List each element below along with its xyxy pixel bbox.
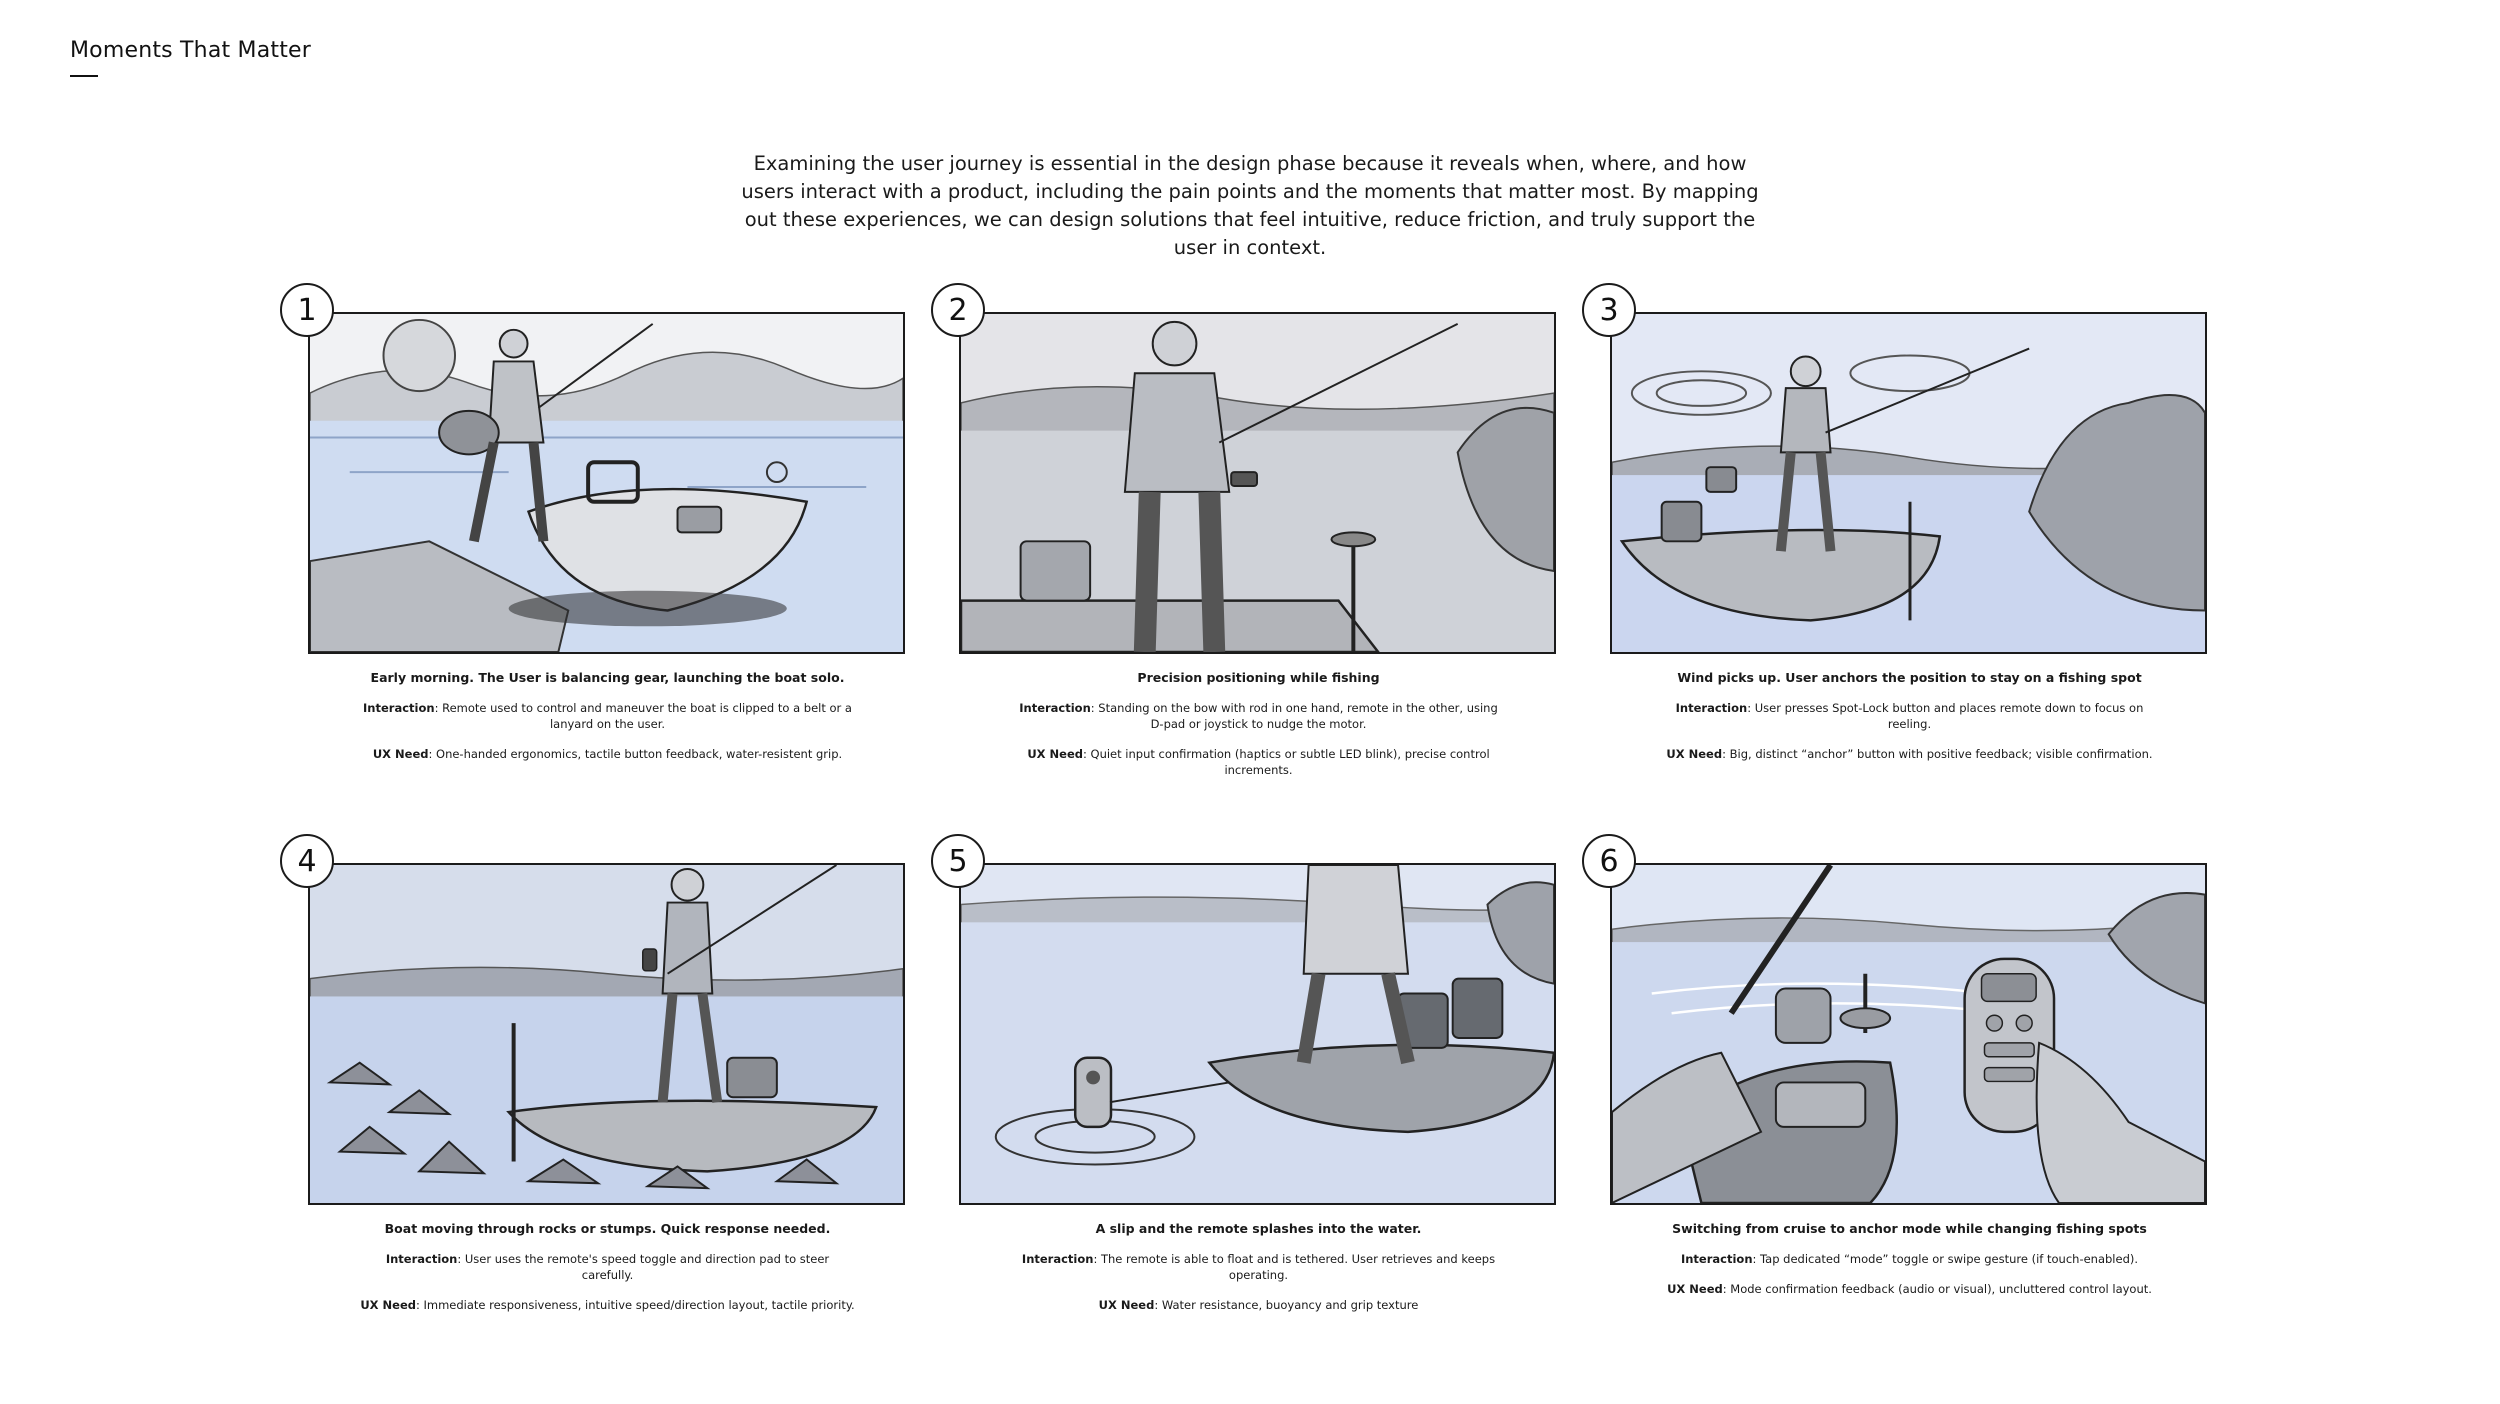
interaction-label: Interaction <box>363 701 435 715</box>
ux-need-label: UX Need <box>372 747 429 761</box>
ux-need-label: UX Need <box>1667 1282 1723 1296</box>
ux-need-body: : Quiet input confirmation (haptics or s… <box>1082 747 1490 777</box>
page-title: Moments That Matter <box>70 38 312 63</box>
interaction-label: Interaction <box>1021 1252 1094 1266</box>
frame-caption: Boat moving through rocks or stumps. Qui… <box>360 1221 855 1327</box>
frame-number-badge: 6 <box>1582 834 1636 888</box>
splash-scene-illustration <box>961 865 1554 1203</box>
frame-number-badge: 3 <box>1582 283 1636 337</box>
frame-number-badge: 2 <box>931 283 985 337</box>
interaction-body: : User uses the remote's speed toggle an… <box>457 1252 830 1282</box>
interaction-text: Interaction: Remote used to control and … <box>360 700 855 732</box>
ux-need-text: UX Need: One-handed ergonomics, tactile … <box>360 746 855 762</box>
interaction-text: Interaction: User presses Spot-Lock butt… <box>1662 700 2157 732</box>
frame-caption: Precision positioning while fishing Inte… <box>1011 670 1506 792</box>
frame-caption: A slip and the remote splashes into the … <box>1011 1221 1506 1327</box>
interaction-text: Interaction: The remote is able to float… <box>1011 1251 1506 1283</box>
rocks-scene-illustration <box>310 865 903 1203</box>
ux-need-label: UX Need <box>1666 747 1723 761</box>
storyboard-illustration <box>308 863 905 1205</box>
ux-need-body: : Big, distinct “anchor” button with pos… <box>1722 747 2153 761</box>
ux-need-body: : Mode confirmation feedback (audio or v… <box>1722 1282 2152 1296</box>
storyboard-illustration <box>1610 863 2207 1205</box>
frame-caption: Early morning. The User is balancing gea… <box>360 670 855 776</box>
ux-need-text: UX Need: Quiet input confirmation (hapti… <box>1011 746 1506 778</box>
title-underline <box>70 75 98 77</box>
ux-need-label: UX Need <box>1098 1298 1155 1312</box>
interaction-text: Interaction: User uses the remote's spee… <box>360 1251 855 1283</box>
storyboard-illustration <box>959 312 1556 654</box>
ux-need-text: UX Need: Mode confirmation feedback (aud… <box>1662 1281 2157 1297</box>
mode-switch-scene-illustration <box>1612 865 2205 1203</box>
launch-scene-illustration <box>310 314 903 652</box>
interaction-label: Interaction <box>1675 701 1748 715</box>
frame-headline: Early morning. The User is balancing gea… <box>370 670 845 685</box>
frame-headline: Precision positioning while fishing <box>1137 670 1380 685</box>
frame-headline: Switching from cruise to anchor mode whi… <box>1672 1221 2147 1236</box>
interaction-body: : Standing on the bow with rod in one ha… <box>1090 701 1498 731</box>
interaction-body: : Remote used to control and maneuver th… <box>434 701 852 731</box>
positioning-scene-illustration <box>961 314 1554 652</box>
frame-headline: Wind picks up. User anchors the position… <box>1677 670 2142 685</box>
storyboard-illustration <box>959 863 1556 1205</box>
ux-need-body: : Immediate responsiveness, intuitive sp… <box>415 1298 855 1312</box>
ux-need-text: UX Need: Big, distinct “anchor” button w… <box>1662 746 2157 762</box>
interaction-label: Interaction <box>1680 1252 1753 1266</box>
interaction-body: : The remote is able to float and is tet… <box>1093 1252 1496 1282</box>
ux-need-body: : Water resistance, buoyancy and grip te… <box>1154 1298 1419 1312</box>
anchor-scene-illustration <box>1612 314 2205 652</box>
ux-need-text: UX Need: Water resistance, buoyancy and … <box>1011 1297 1506 1313</box>
frame-caption: Wind picks up. User anchors the position… <box>1662 670 2157 776</box>
ux-need-label: UX Need <box>360 1298 416 1312</box>
interaction-label: Interaction <box>385 1252 458 1266</box>
ux-need-body: : One-handed ergonomics, tactile button … <box>428 747 843 761</box>
interaction-text: Interaction: Tap dedicated “mode” toggle… <box>1662 1251 2157 1267</box>
ux-need-label: UX Need <box>1027 747 1083 761</box>
frame-number-badge: 5 <box>931 834 985 888</box>
interaction-label: Interaction <box>1019 701 1091 715</box>
interaction-body: : User presses Spot-Lock button and plac… <box>1747 701 2144 731</box>
ux-need-text: UX Need: Immediate responsiveness, intui… <box>360 1297 855 1313</box>
storyboard-illustration <box>1610 312 2207 654</box>
frame-headline: Boat moving through rocks or stumps. Qui… <box>384 1221 831 1236</box>
interaction-body: : Tap dedicated “mode” toggle or swipe g… <box>1752 1252 2139 1266</box>
intro-paragraph: Examining the user journey is essential … <box>741 152 1759 259</box>
frame-number-badge: 4 <box>280 834 334 888</box>
interaction-text: Interaction: Standing on the bow with ro… <box>1011 700 1506 732</box>
storyboard-illustration <box>308 312 905 654</box>
frame-headline: A slip and the remote splashes into the … <box>1095 1221 1422 1236</box>
frame-number-badge: 1 <box>280 283 334 337</box>
frame-caption: Switching from cruise to anchor mode whi… <box>1662 1221 2157 1311</box>
